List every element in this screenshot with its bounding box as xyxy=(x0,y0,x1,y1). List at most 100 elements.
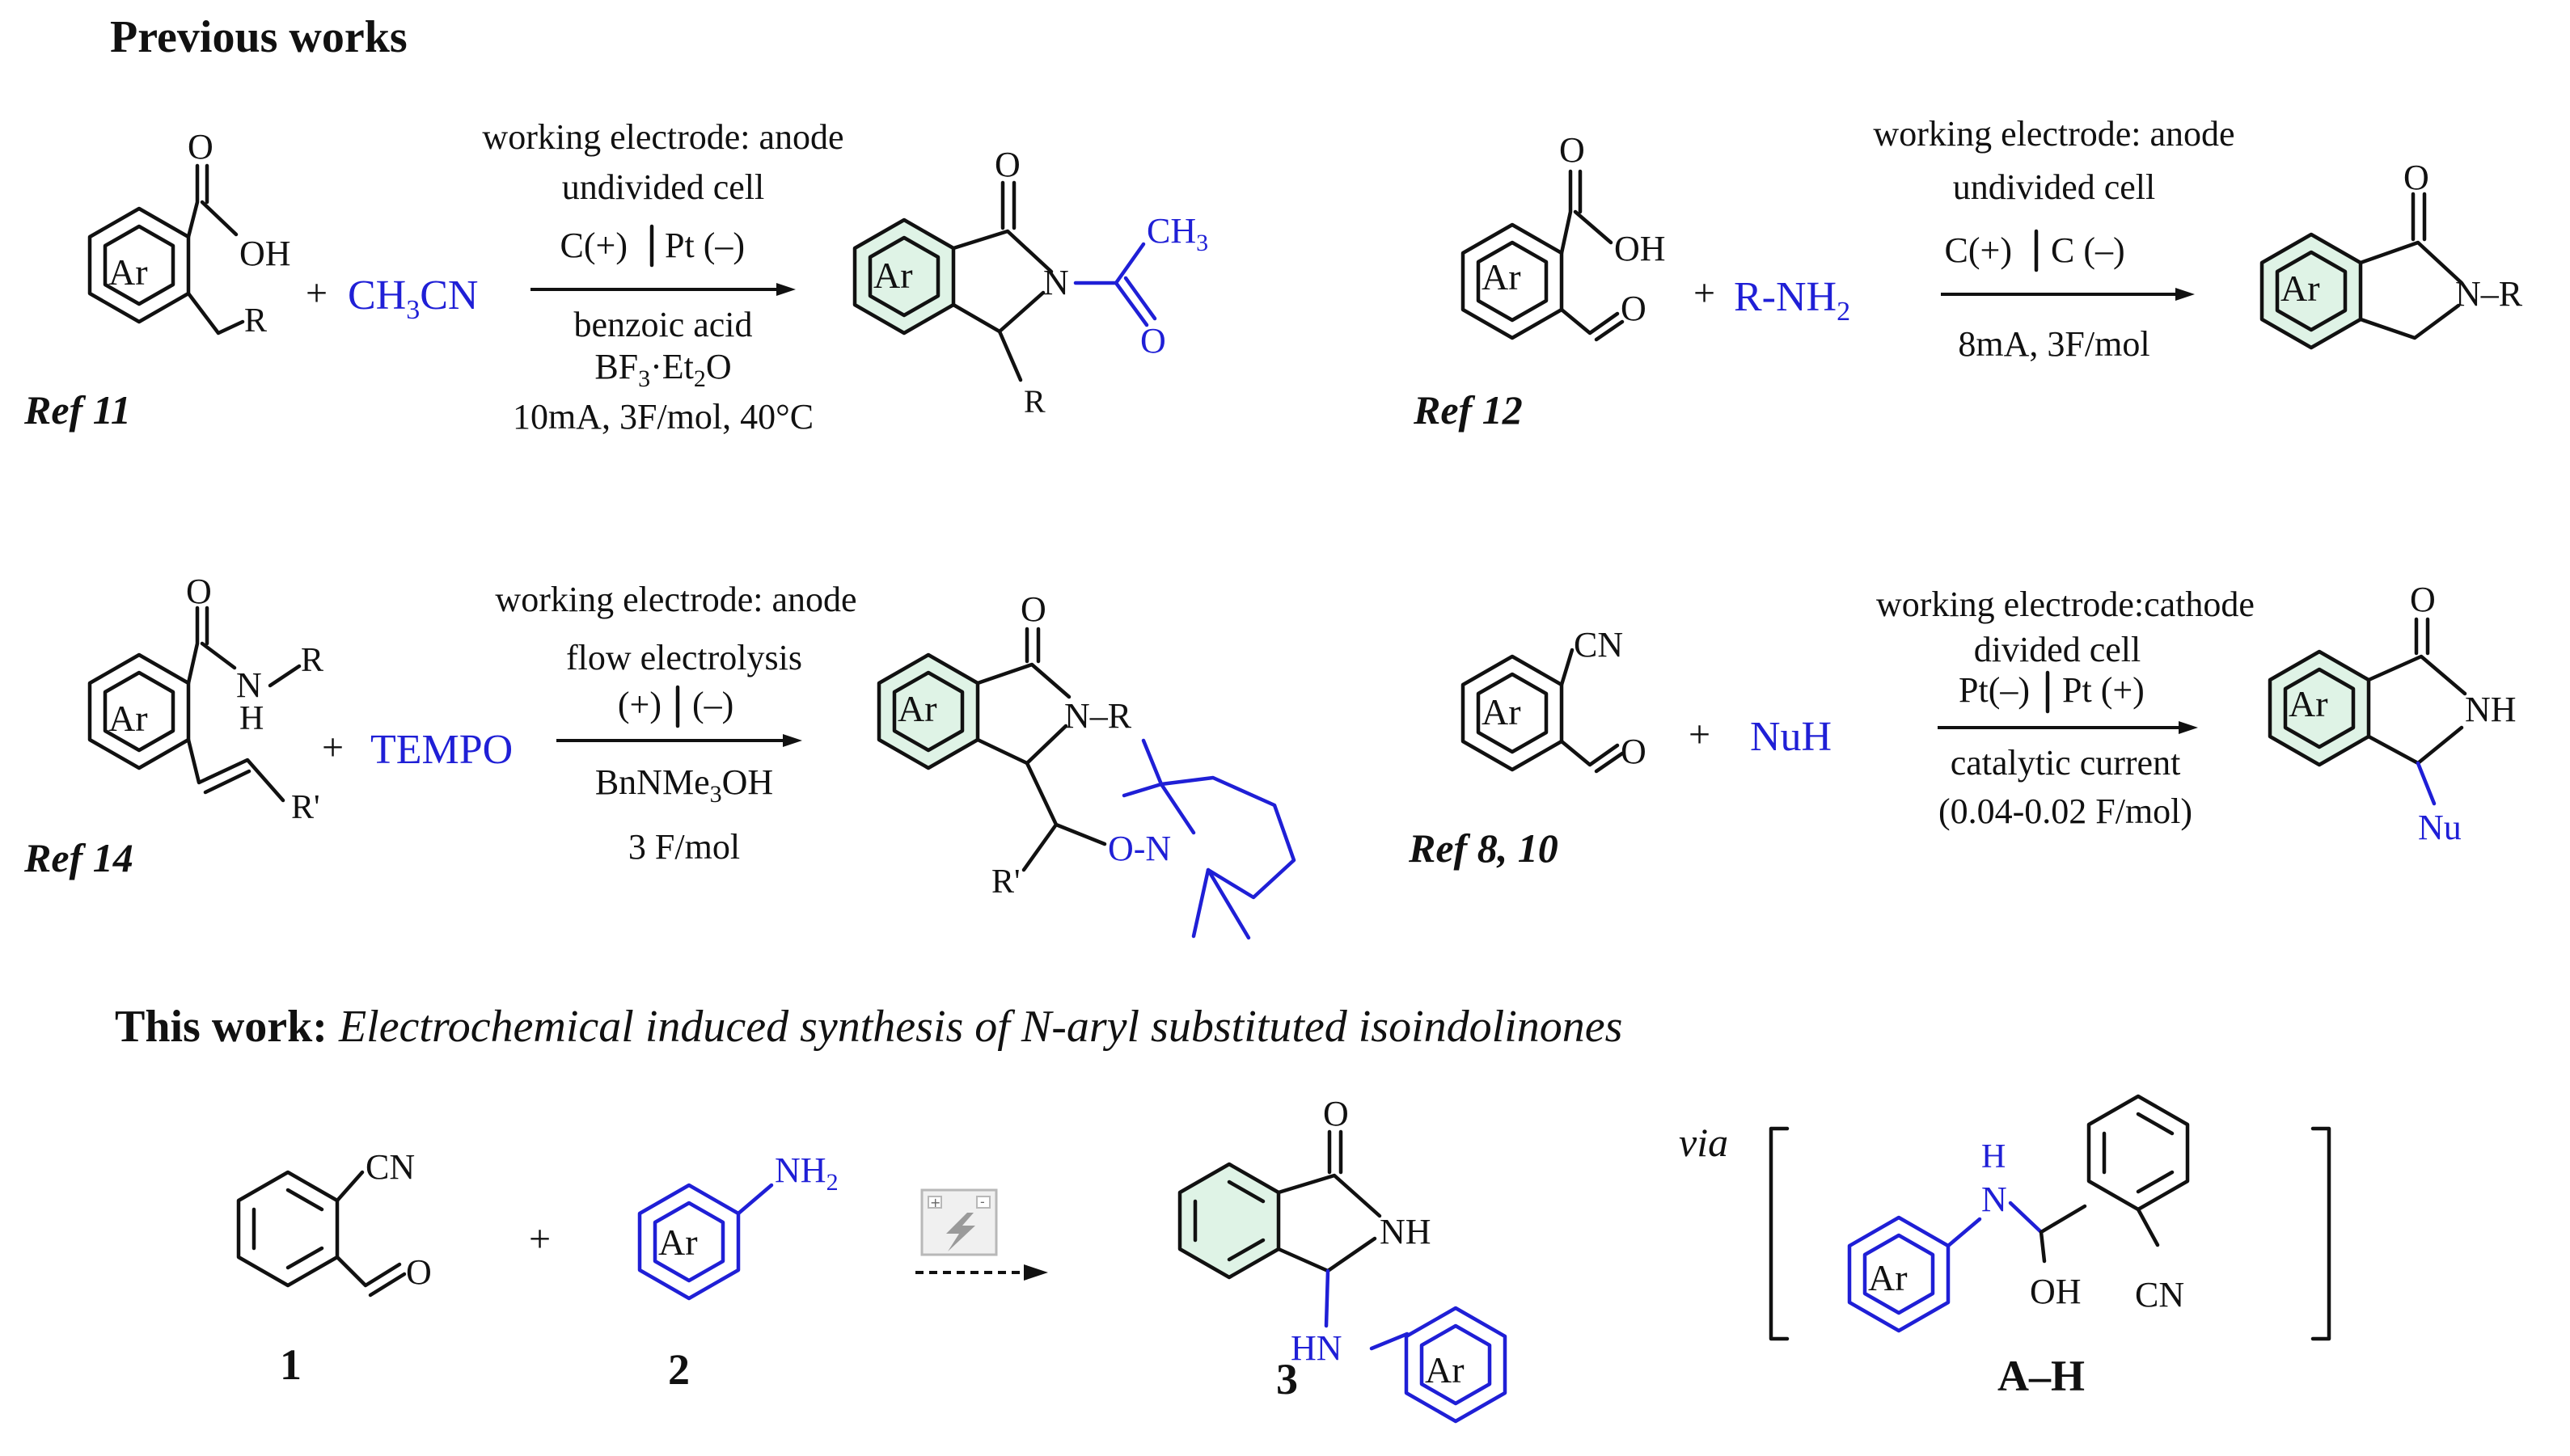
ref11-label: Ref 11 xyxy=(23,387,131,433)
hydroxyl-label: OH xyxy=(2030,1272,2082,1311)
compound-1: CN O xyxy=(236,1147,432,1298)
this-work-heading: This work: Electrochemical induced synth… xyxy=(115,1002,1622,1052)
nitrile-label: CN xyxy=(366,1147,415,1187)
ref14-conditions: working electrode: anode flow electrolys… xyxy=(495,580,856,867)
compound-3: O NH HN Ar xyxy=(1177,1094,1507,1424)
svg-text:-: - xyxy=(980,1194,985,1209)
nitrogen-label: N xyxy=(236,665,262,705)
amine-label: NH2 xyxy=(775,1150,839,1196)
aryl-label: Ar xyxy=(873,255,913,296)
compound-3-label: 3 xyxy=(1276,1355,1298,1403)
plus-sign: + xyxy=(1693,272,1715,314)
svg-text:undivided cell: undivided cell xyxy=(562,167,765,207)
oxygen-label: O xyxy=(1323,1094,1349,1133)
svg-text:undivided cell: undivided cell xyxy=(1953,167,2156,207)
heading-previous-works: Previous works xyxy=(110,12,408,62)
svg-text:+: + xyxy=(930,1195,941,1210)
svg-text:divided cell: divided cell xyxy=(1974,630,2141,669)
methyl-label: CH3 xyxy=(1147,211,1208,256)
ref11-product: Ar O N CH3 O R xyxy=(852,145,1208,420)
aryl-label: Ar xyxy=(1482,691,1521,732)
r-label: R xyxy=(1024,383,1046,420)
svg-text:benzoic acid: benzoic acid xyxy=(573,305,752,344)
r-label: R xyxy=(244,302,267,340)
amide-nh-label: NH xyxy=(1380,1212,1431,1251)
ref11-starting-material: Ar O OH R xyxy=(87,127,291,340)
ref810-conditions: working electrode:cathode divided cell P… xyxy=(1876,585,2255,831)
n-r-label: N–R xyxy=(2455,274,2523,314)
svg-text:flow electrolysis: flow electrolysis xyxy=(566,638,802,677)
intermediate-a-h: Ar H N OH CN xyxy=(1847,1094,2190,1333)
battery-icon: + - xyxy=(920,1188,998,1256)
svg-text:Pt (+): Pt (+) xyxy=(2062,670,2145,710)
compound-2: Ar NH2 xyxy=(637,1150,839,1301)
svg-text:working electrode: anode: working electrode: anode xyxy=(1873,114,2234,154)
svg-text:catalytic current: catalytic current xyxy=(1951,743,2181,783)
ref14-product: Ar O N–R R' O-N xyxy=(877,589,1296,940)
hydroxyl-label: OH xyxy=(239,234,291,273)
aryl-label: Ar xyxy=(2289,683,2328,724)
oxygen-label: O xyxy=(406,1252,432,1292)
ref12-product: Ar O N–R xyxy=(2259,158,2523,350)
oxygen-label: O xyxy=(995,145,1021,184)
r-label: R xyxy=(301,642,323,679)
oxygen-label: O xyxy=(2403,158,2429,197)
hydrogen-label: H xyxy=(239,700,264,737)
aryl-label: Ar xyxy=(1425,1349,1465,1391)
hydroxyl-label: OH xyxy=(1614,229,1666,268)
svg-text:10mA, 3F/mol, 40°C: 10mA, 3F/mol, 40°C xyxy=(513,397,814,437)
svg-text:working electrode: anode: working electrode: anode xyxy=(482,117,843,157)
aryl-label: Ar xyxy=(108,251,148,293)
aryl-label: Ar xyxy=(658,1222,698,1263)
ref11-conditions: working electrode: anode undivided cell … xyxy=(482,117,843,437)
n-r-label: N–R xyxy=(1064,696,1132,736)
ref810-label: Ref 8, 10 xyxy=(1408,825,1558,871)
svg-text:Pt (–): Pt (–) xyxy=(665,226,745,265)
nitrogen-label: N xyxy=(1043,263,1069,302)
ref14-reagent: TEMPO xyxy=(370,727,513,773)
svg-text:BnNMe3OH: BnNMe3OH xyxy=(595,762,773,808)
r-prime-label: R' xyxy=(991,863,1021,901)
right-bracket xyxy=(2310,1126,2331,1341)
compound-1-label: 1 xyxy=(280,1340,302,1389)
ref14-starting-material: Ar O N H R R' xyxy=(87,572,323,826)
svg-text:(–): (–) xyxy=(692,685,733,724)
plus-sign: + xyxy=(306,272,328,314)
svg-text:C (–): C (–) xyxy=(2051,230,2125,270)
oxygen-label: O xyxy=(1021,589,1046,629)
aryl-label: Ar xyxy=(898,688,937,729)
oxygen-label: O xyxy=(1621,289,1646,328)
aryl-label: Ar xyxy=(2280,268,2320,309)
svg-text:Pt(–): Pt(–) xyxy=(1959,670,2030,710)
plus-sign: + xyxy=(1689,713,1710,756)
svg-text:(0.04-0.02 F/mol): (0.04-0.02 F/mol) xyxy=(1938,791,2192,831)
nitrile-label: CN xyxy=(1574,625,1623,665)
ref810-reagent: NuH xyxy=(1750,714,1832,760)
svg-text:3 F/mol: 3 F/mol xyxy=(628,827,740,867)
svg-text:working electrode:cathode: working electrode:cathode xyxy=(1876,585,2255,624)
nucleophile-label: Nu xyxy=(2418,808,2462,847)
oxygen-label: O xyxy=(188,127,213,167)
left-bracket xyxy=(1769,1126,1790,1341)
ref12-conditions: working electrode: anode undivided cell … xyxy=(1873,114,2234,364)
compound-2-label: 2 xyxy=(668,1345,690,1394)
via-label: via xyxy=(1679,1120,1728,1165)
ref12-starting-material: Ar O OH O xyxy=(1460,130,1666,342)
oxygen-label: O xyxy=(1140,321,1166,361)
oxygen-label: O xyxy=(1621,732,1646,771)
svg-text:working electrode: anode: working electrode: anode xyxy=(495,580,856,619)
aryl-label: Ar xyxy=(108,698,148,739)
ref810-product: Ar O NH Nu xyxy=(2268,580,2517,847)
oxygen-label: O xyxy=(1559,130,1585,170)
oxygen-label: O xyxy=(186,572,212,611)
amine-hn-label: HN xyxy=(1291,1328,1342,1368)
nitrogen-label: N xyxy=(1981,1180,2007,1219)
aryl-label: Ar xyxy=(1868,1257,1908,1298)
o-n-label: O-N xyxy=(1108,829,1171,868)
ref14-label: Ref 14 xyxy=(23,835,133,880)
nitrile-label: CN xyxy=(2135,1275,2184,1315)
svg-text:(+): (+) xyxy=(618,685,662,724)
oxygen-label: O xyxy=(2410,580,2436,619)
svg-text:C(+): C(+) xyxy=(560,226,628,265)
